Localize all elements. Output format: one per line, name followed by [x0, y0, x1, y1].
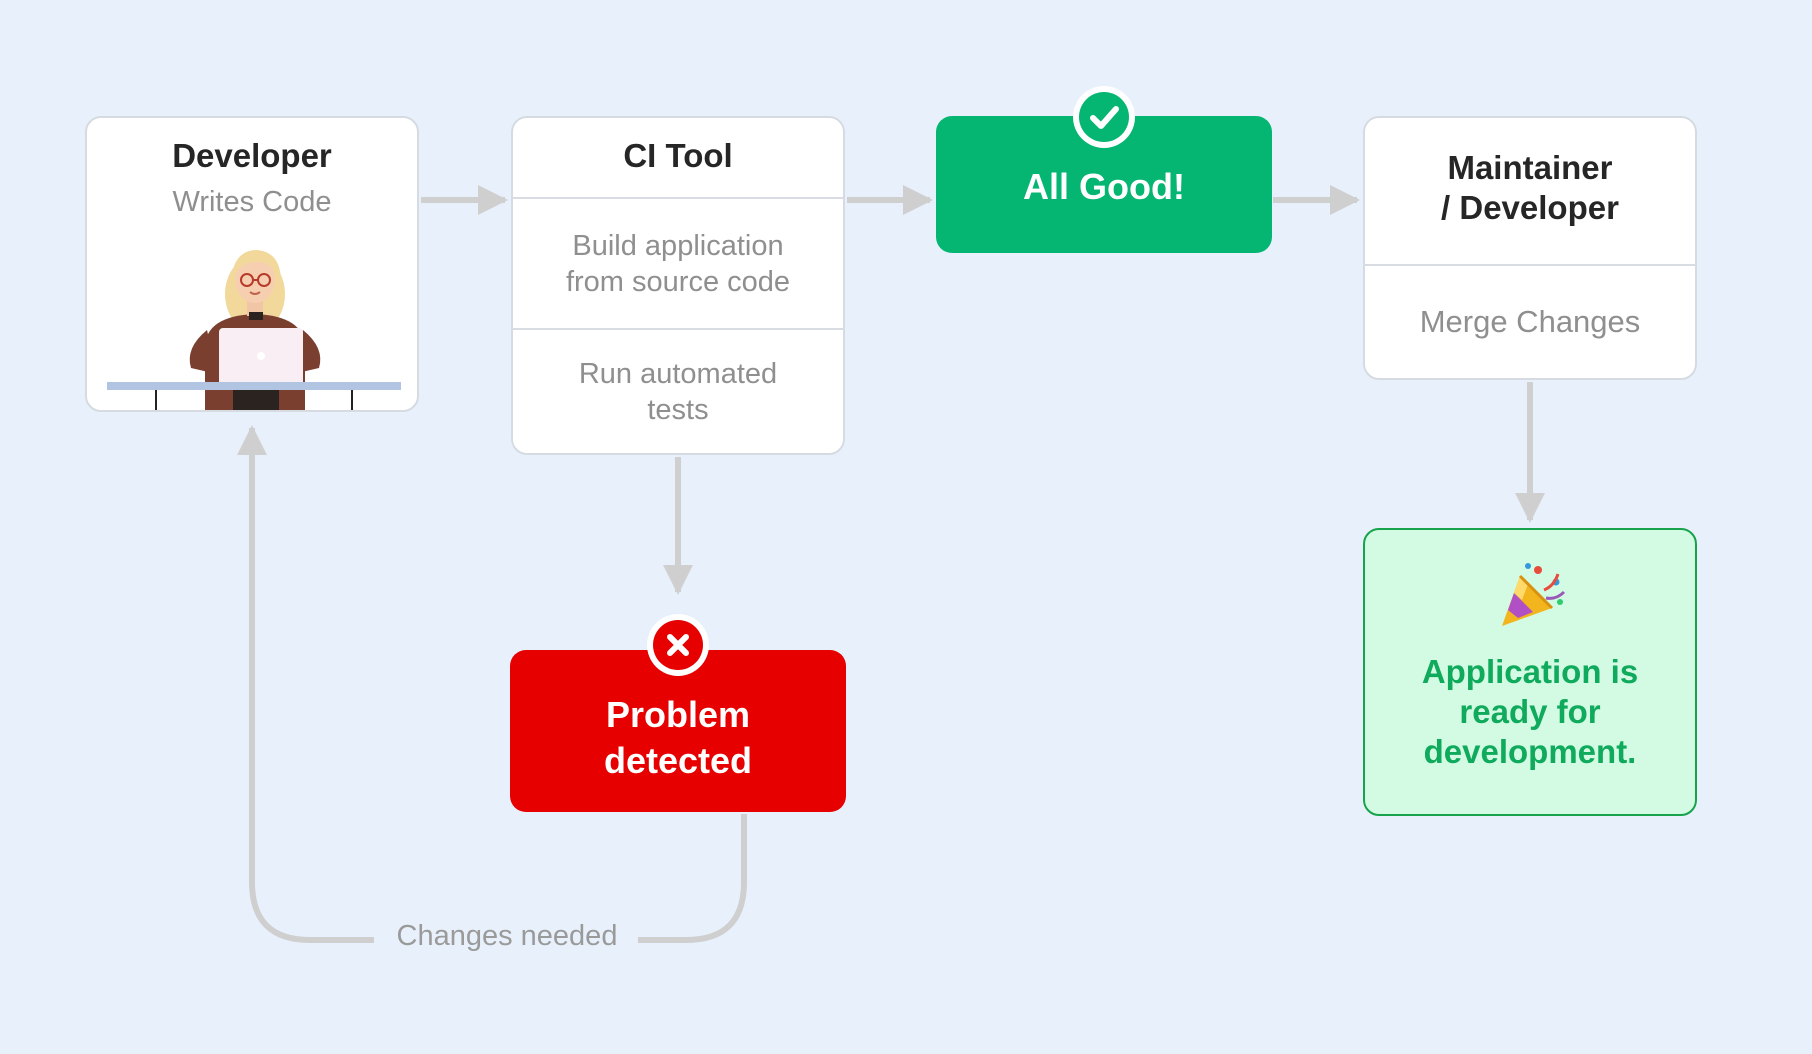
- ci-tool-card: CI Tool Build application from source co…: [511, 116, 845, 455]
- developer-subtitle: Writes Code: [172, 186, 332, 218]
- ci-divider-2: [513, 328, 843, 330]
- developer-title: Developer: [172, 137, 332, 174]
- ci-step-tests: Run automated tests: [578, 358, 778, 426]
- feedback-loop-left: [237, 425, 374, 943]
- developer-card: Developer Writes Code: [85, 116, 419, 412]
- collar: [249, 312, 263, 320]
- desk-leg-left: [155, 390, 157, 410]
- problem-detected-label: Problem detected: [603, 694, 753, 781]
- feedback-loop-right: [638, 814, 747, 943]
- problem-detected-box: Problem detected: [510, 650, 846, 812]
- ci-step-build: Build application from source code: [565, 230, 791, 298]
- left-arm: [189, 330, 217, 374]
- laptop-logo: [257, 352, 265, 360]
- changes-needed-label: Changes needed: [396, 920, 618, 952]
- party-popper-icon: [1502, 563, 1566, 626]
- legs: [233, 388, 279, 410]
- desk-top: [107, 382, 401, 390]
- check-circle-icon: [1073, 86, 1135, 148]
- application-ready-label: Application is ready for development.: [1421, 653, 1639, 770]
- desk-leg-right: [351, 390, 353, 410]
- hair-top: [231, 250, 281, 282]
- all-good-label: All Good!: [1023, 166, 1185, 207]
- maintainer-card: Maintainer / Developer Merge Changes: [1363, 116, 1697, 380]
- x-circle-icon: [647, 614, 709, 676]
- maintainer-divider: [1365, 264, 1695, 266]
- ci-divider-1: [513, 197, 843, 199]
- maintainer-title: Maintainer / Developer: [1441, 149, 1619, 226]
- merge-changes-label: Merge Changes: [1419, 304, 1641, 339]
- application-ready-box: Application is ready for development.: [1363, 528, 1697, 816]
- ci-tool-title: CI Tool: [623, 137, 733, 174]
- developer-illustration: [107, 250, 401, 410]
- mouth: [249, 291, 261, 295]
